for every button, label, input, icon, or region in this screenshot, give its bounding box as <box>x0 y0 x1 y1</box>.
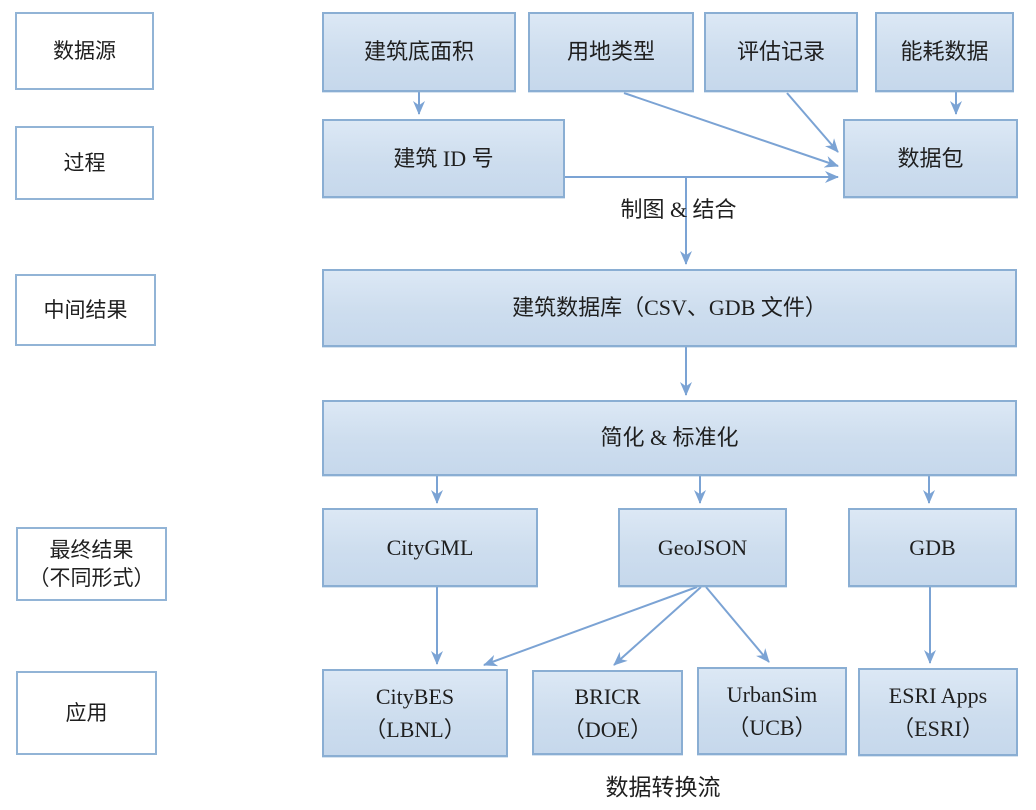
row-label-process-text: 过程 <box>63 150 106 175</box>
node-citygml: CityGML <box>322 508 538 587</box>
node-data-package: 数据包 <box>843 119 1018 198</box>
node-assessment-records-text: 评估记录 <box>736 39 825 65</box>
node-geojson-text: GeoJSON <box>657 534 748 560</box>
node-energy-data: 能耗数据 <box>875 12 1014 92</box>
diagram-caption: 数据转换流 <box>605 775 721 800</box>
node-urbansim-line1: UrbanSim <box>726 682 818 707</box>
row-label-final-result-line2: （不同形式） <box>28 566 155 590</box>
node-landuse-type: 用地类型 <box>528 12 694 92</box>
row-label-application-text: 应用 <box>65 700 108 725</box>
node-building-id-text: 建筑 ID 号 <box>393 145 494 171</box>
node-landuse-type-text: 用地类型 <box>566 39 655 65</box>
row-label-data-sources-text: 数据源 <box>53 38 116 63</box>
node-urbansim-line2: （UCB） <box>727 715 817 740</box>
node-data-package-text: 数据包 <box>897 145 964 171</box>
node-simplify-standardize-text: 简化 & 标准化 <box>600 425 739 451</box>
arrow-assessment-to-data-package <box>786 92 839 153</box>
node-building-database: 建筑数据库（CSV、GDB 文件） <box>322 269 1017 347</box>
node-citybes: CityBES （LBNL） <box>322 669 508 757</box>
node-gdb: GDB <box>848 508 1017 587</box>
node-building-footprint: 建筑底面积 <box>322 12 516 92</box>
node-building-database-text: 建筑数据库（CSV、GDB 文件） <box>512 295 827 321</box>
node-esri-apps-line1: ESRI Apps <box>888 683 988 708</box>
node-esri-apps-line2: （ESRI） <box>892 716 984 741</box>
row-label-intermediate-result-text: 中间结果 <box>43 297 128 322</box>
node-simplify-standardize: 简化 & 标准化 <box>322 400 1017 476</box>
arrow-geojson-to-urbansim <box>705 586 770 663</box>
node-geojson: GeoJSON <box>618 508 787 587</box>
node-citygml-text: CityGML <box>386 534 474 560</box>
node-energy-data-text: 能耗数据 <box>900 39 989 65</box>
node-citybes-line1: CityBES <box>375 684 455 709</box>
row-label-application: 应用 <box>16 671 157 755</box>
arrow-geojson-to-citybes <box>483 586 698 667</box>
node-bricr: BRICR （DOE） <box>532 670 683 755</box>
node-gdb-text: GDB <box>909 534 956 560</box>
row-label-final-result-line1: 最终结果 <box>49 537 134 562</box>
node-esri-apps: ESRI Apps （ESRI） <box>858 668 1018 756</box>
arrow-geojson-to-bricr <box>613 586 702 666</box>
row-label-process: 过程 <box>15 126 154 200</box>
node-building-id: 建筑 ID 号 <box>322 119 565 198</box>
node-citybes-line2: （LBNL） <box>364 717 466 742</box>
node-bricr-line2: （DOE） <box>562 716 653 742</box>
row-label-intermediate-result: 中间结果 <box>15 274 156 346</box>
edge-label-mapping-joining: 制图 & 结合 <box>620 197 737 222</box>
arrow-landuse-to-data-package <box>623 92 839 168</box>
node-assessment-records: 评估记录 <box>704 12 858 92</box>
node-urbansim: UrbanSim （UCB） <box>697 667 847 755</box>
node-bricr-line1: BRICR <box>574 683 641 709</box>
row-label-final-result: 最终结果 （不同形式） <box>16 527 167 601</box>
node-building-footprint-text: 建筑底面积 <box>363 39 474 65</box>
row-label-data-sources: 数据源 <box>15 12 154 90</box>
